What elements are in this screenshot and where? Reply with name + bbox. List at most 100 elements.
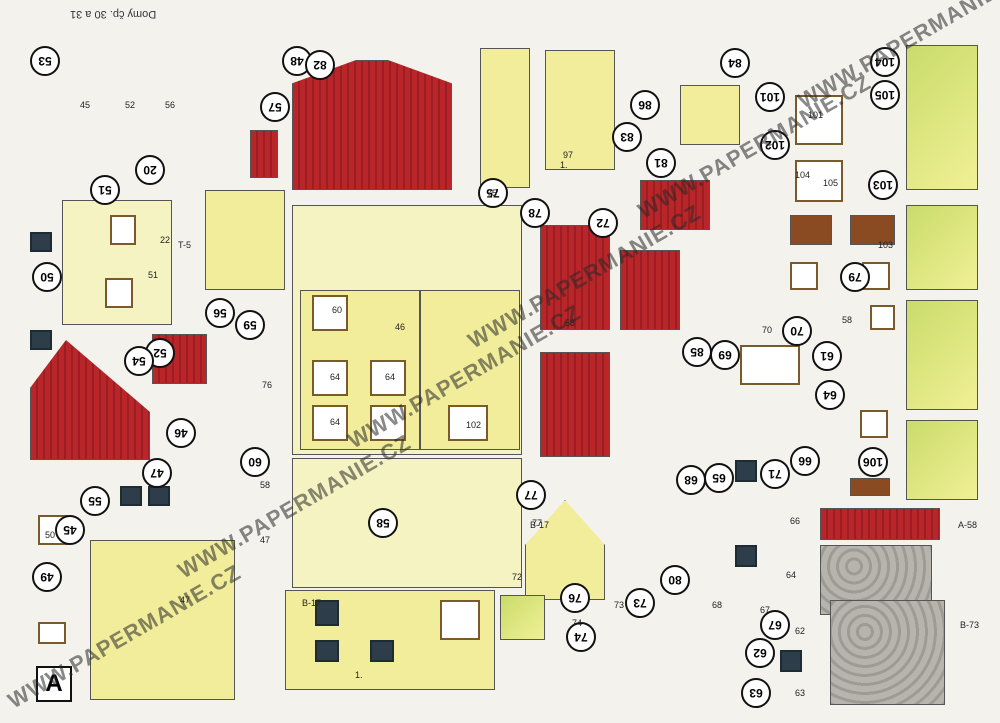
window-61 <box>870 305 895 330</box>
facade-part-45-49 <box>90 540 235 700</box>
window-dark-e <box>315 600 339 626</box>
timber-part-104 <box>850 215 895 245</box>
dimension-label: 102 <box>466 420 482 430</box>
dimension-label: 22 <box>160 235 171 245</box>
dimension-label: 47 <box>180 595 191 605</box>
part-number-badge: 69 <box>710 340 740 370</box>
part-number-badge: 50 <box>32 262 62 292</box>
ground-part-73 <box>830 600 945 705</box>
part-number-badge: 105 <box>870 80 900 110</box>
dimension-label: 76 <box>262 380 273 390</box>
green-panel-1 <box>906 45 978 190</box>
window-dark-h <box>735 460 757 482</box>
facade-part-83 <box>545 50 615 170</box>
dimension-label: 64 <box>385 372 396 382</box>
window-64 <box>860 410 888 438</box>
dimension-label: 46 <box>395 322 406 332</box>
window-dark-a <box>30 232 52 252</box>
part-number-badge: 46 <box>166 418 196 448</box>
window-64b <box>370 405 406 441</box>
green-panel-5 <box>500 595 545 640</box>
part-number-badge: 73 <box>625 588 655 618</box>
green-panel-4 <box>906 420 978 500</box>
part-number-badge: 71 <box>760 459 790 489</box>
window-69 <box>740 345 800 385</box>
part-number-badge: 101 <box>755 82 785 112</box>
dimension-label: B-73 <box>960 620 980 630</box>
window-dark-g <box>370 640 394 662</box>
dimension-label: 77 <box>532 518 543 528</box>
roof-part-71 <box>820 508 940 540</box>
dimension-label: T-5 <box>178 240 192 250</box>
timber-part-106 <box>850 478 890 496</box>
window-105 <box>795 160 843 202</box>
part-number-badge: 86 <box>630 90 660 120</box>
window-dark-f <box>315 640 339 662</box>
part-number-badge: 83 <box>612 122 642 152</box>
window-64a <box>370 360 406 396</box>
dimension-label: 45 <box>80 100 91 110</box>
part-number-badge: 51 <box>90 175 120 205</box>
dimension-label: 104 <box>795 170 811 180</box>
dimension-label: 67 <box>760 605 771 615</box>
window-49 <box>38 622 66 644</box>
dimension-label: 58 <box>842 315 853 325</box>
dimension-label: 56 <box>165 100 176 110</box>
timber-part-103 <box>790 215 832 245</box>
facade-part-56 <box>205 190 285 290</box>
part-number-badge: 63 <box>741 678 771 708</box>
part-number-badge: 84 <box>720 48 750 78</box>
window-102 <box>448 405 488 441</box>
dimension-label: 63 <box>795 688 806 698</box>
part-number-badge: 78 <box>520 198 550 228</box>
roof-part-78b <box>540 352 610 457</box>
part-number-badge: 53 <box>30 46 60 76</box>
window-dark-b <box>30 330 52 350</box>
dimension-label: 103 <box>878 240 894 250</box>
dimension-label: 60 <box>332 305 343 315</box>
window-50b <box>105 278 133 308</box>
green-panel-2 <box>906 205 978 290</box>
dimension-label: 101 <box>808 110 824 120</box>
dimension-label: 72 <box>512 572 523 582</box>
part-number-badge: 62 <box>745 638 775 668</box>
dimension-label: 1. <box>560 160 568 170</box>
part-number-badge: 20 <box>135 155 165 185</box>
part-number-badge: 47 <box>142 458 172 488</box>
part-number-badge: 61 <box>812 341 842 371</box>
roof-part-78a <box>540 225 610 330</box>
dimension-label: 47 <box>260 535 271 545</box>
window-60c <box>312 405 348 441</box>
dimension-label: 62 <box>795 626 806 636</box>
part-number-badge: 82 <box>305 50 335 80</box>
dimension-label: 75 <box>487 188 498 198</box>
part-number-badge: 66 <box>790 446 820 476</box>
dimension-label: 68 <box>712 600 723 610</box>
part-number-badge: 77 <box>516 480 546 510</box>
window-60d <box>440 600 480 640</box>
part-number-badge: 57 <box>260 92 290 122</box>
part-number-badge: 68 <box>676 465 706 495</box>
sheet-letter: A <box>36 666 72 702</box>
dimension-label: 70 <box>762 325 773 335</box>
window-101 <box>795 95 843 145</box>
part-number-badge: 55 <box>80 486 110 516</box>
window-50a <box>110 215 136 245</box>
green-panel-3 <box>906 300 978 410</box>
dimension-label: 97 <box>563 150 574 160</box>
dimension-label: 52 <box>125 100 136 110</box>
dimension-label: 74 <box>572 618 583 628</box>
part-number-badge: 60 <box>240 447 270 477</box>
part-number-badge: 70 <box>782 316 812 346</box>
window-60a <box>312 295 348 331</box>
roof-part-82 <box>292 60 452 190</box>
dimension-label: 1. <box>355 670 363 680</box>
part-number-badge: 79 <box>840 262 870 292</box>
dimension-label: 64 <box>330 372 341 382</box>
dimension-label: 64 <box>786 570 797 580</box>
dimension-label: 50 <box>45 530 56 540</box>
facade-part-72 <box>680 85 740 145</box>
part-number-badge: 49 <box>32 562 62 592</box>
part-number-badge: 106 <box>858 447 888 477</box>
